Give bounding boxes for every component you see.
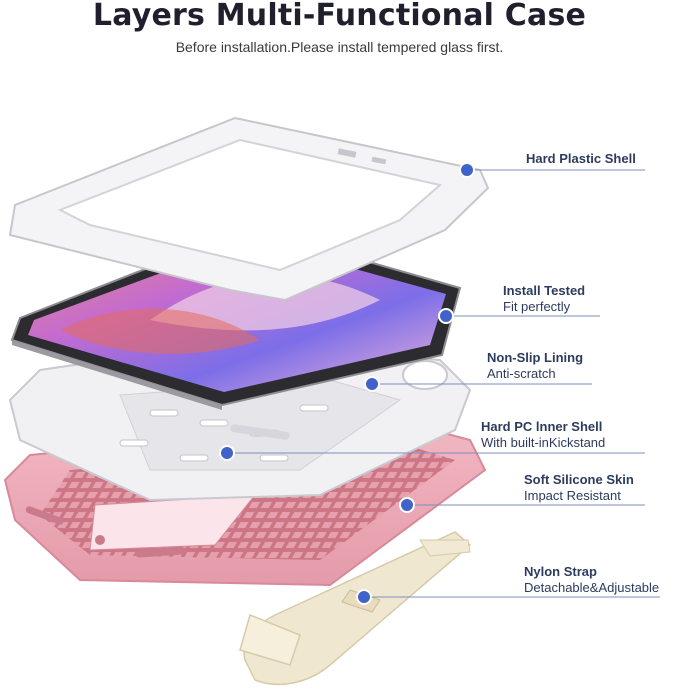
callout-title: Non-Slip Lining (487, 350, 584, 365)
marker-dot (459, 162, 475, 178)
marker-dot (356, 589, 372, 605)
marker-dot (438, 308, 454, 324)
callout-nylon-strap: Nylon Strap Detachable&Adjustable (524, 564, 659, 595)
marker-dot (399, 497, 415, 513)
page-title: Layers Multi-Functional Case (92, 0, 587, 33)
callout-hard-plastic-shell: Hard Plastic Shell (526, 151, 636, 166)
callout-title: Nylon Strap (524, 564, 597, 579)
callout-subtitle: Anti-scratch (487, 366, 556, 381)
callout-install-tested: Install Tested Fit perfectly (503, 283, 585, 314)
marker-dot (219, 445, 235, 461)
pc-inner-shell (8, 343, 472, 502)
hard-plastic-shell (8, 116, 490, 302)
callout-subtitle: With built-inKickstand (481, 435, 606, 450)
callout-title: Hard PC lnner Shell (481, 419, 603, 434)
callout-title: Hard Plastic Shell (526, 151, 636, 166)
callout-title: Soft Silicone Skin (524, 472, 634, 487)
callout-subtitle: Impact Resistant (524, 488, 621, 503)
marker-dot (364, 376, 380, 392)
page-subtitle: Before installation.Please install tempe… (175, 39, 504, 55)
callout-subtitle: Fit perfectly (503, 299, 571, 314)
callout-subtitle: Detachable&Adjustable (524, 580, 660, 595)
callout-soft-silicone-skin: Soft Silicone Skin Impact Resistant (524, 472, 634, 503)
callout-leaders (227, 169, 660, 598)
callout-non-slip-lining: Non-Slip Lining Anti-scratch (487, 350, 583, 381)
callout-title: Install Tested (503, 283, 586, 298)
callout-hard-pc-inner-shell: Hard PC lnner Shell With built-inKicksta… (481, 419, 605, 450)
